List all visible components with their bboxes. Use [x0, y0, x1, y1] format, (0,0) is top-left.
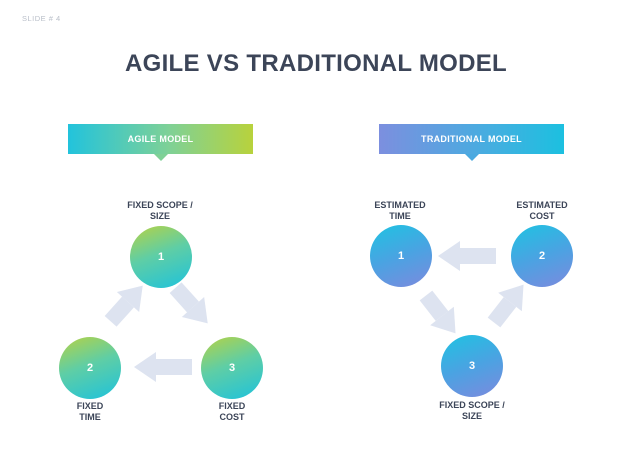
agile-node-3-label: FIXED COST — [218, 401, 246, 422]
agile-node-1-number: 1 — [157, 251, 165, 263]
agile-node-1: 1 — [130, 226, 192, 288]
traditional-node-1: 1 — [370, 225, 432, 287]
traditional-node-3: 3 — [441, 335, 503, 397]
agile-arrow-3-to-2 — [134, 352, 192, 382]
traditional-node-2-number: 2 — [538, 250, 546, 262]
traditional-node-1-label: ESTIMATED TIME — [374, 200, 426, 221]
traditional-node-2-label: ESTIMATED COST — [516, 200, 568, 221]
page-title: AGILE VS TRADITIONAL MODEL — [124, 50, 508, 77]
traditional-node-3-label: FIXED SCOPE / SIZE — [439, 400, 505, 421]
agile-node-1-label: FIXED SCOPE / SIZE — [127, 200, 193, 221]
traditional-model-banner-label: TRADITIONAL MODEL — [421, 134, 522, 144]
agile-arrow-1-to-3 — [169, 282, 208, 324]
slide-number-value: 4 — [56, 14, 61, 23]
traditional-model-banner: TRADITIONAL MODEL — [379, 124, 564, 161]
slide-number: SLIDE # 4 — [22, 14, 61, 23]
traditional-node-1-number: 1 — [397, 250, 405, 262]
slide-number-label: SLIDE # — [22, 14, 54, 23]
agile-node-3-number: 3 — [228, 362, 236, 374]
traditional-arrow-3-to-2 — [487, 284, 524, 328]
agile-node-2: 2 — [59, 337, 121, 399]
traditional-node-3-number: 3 — [468, 360, 476, 372]
agile-node-3: 3 — [201, 337, 263, 399]
agile-model-banner: AGILE MODEL — [68, 124, 253, 161]
traditional-arrow-1-to-3 — [419, 290, 456, 334]
agile-node-2-label: FIXED TIME — [76, 401, 104, 422]
traditional-arrow-2-to-1 — [438, 241, 496, 271]
traditional-node-2: 2 — [511, 225, 573, 287]
traditional-banner-pointer — [464, 154, 479, 161]
agile-node-2-number: 2 — [86, 362, 94, 374]
agile-model-banner-label: AGILE MODEL — [127, 134, 194, 144]
agile-banner-pointer — [153, 154, 168, 161]
agile-arrow-2-to-1 — [104, 285, 143, 327]
